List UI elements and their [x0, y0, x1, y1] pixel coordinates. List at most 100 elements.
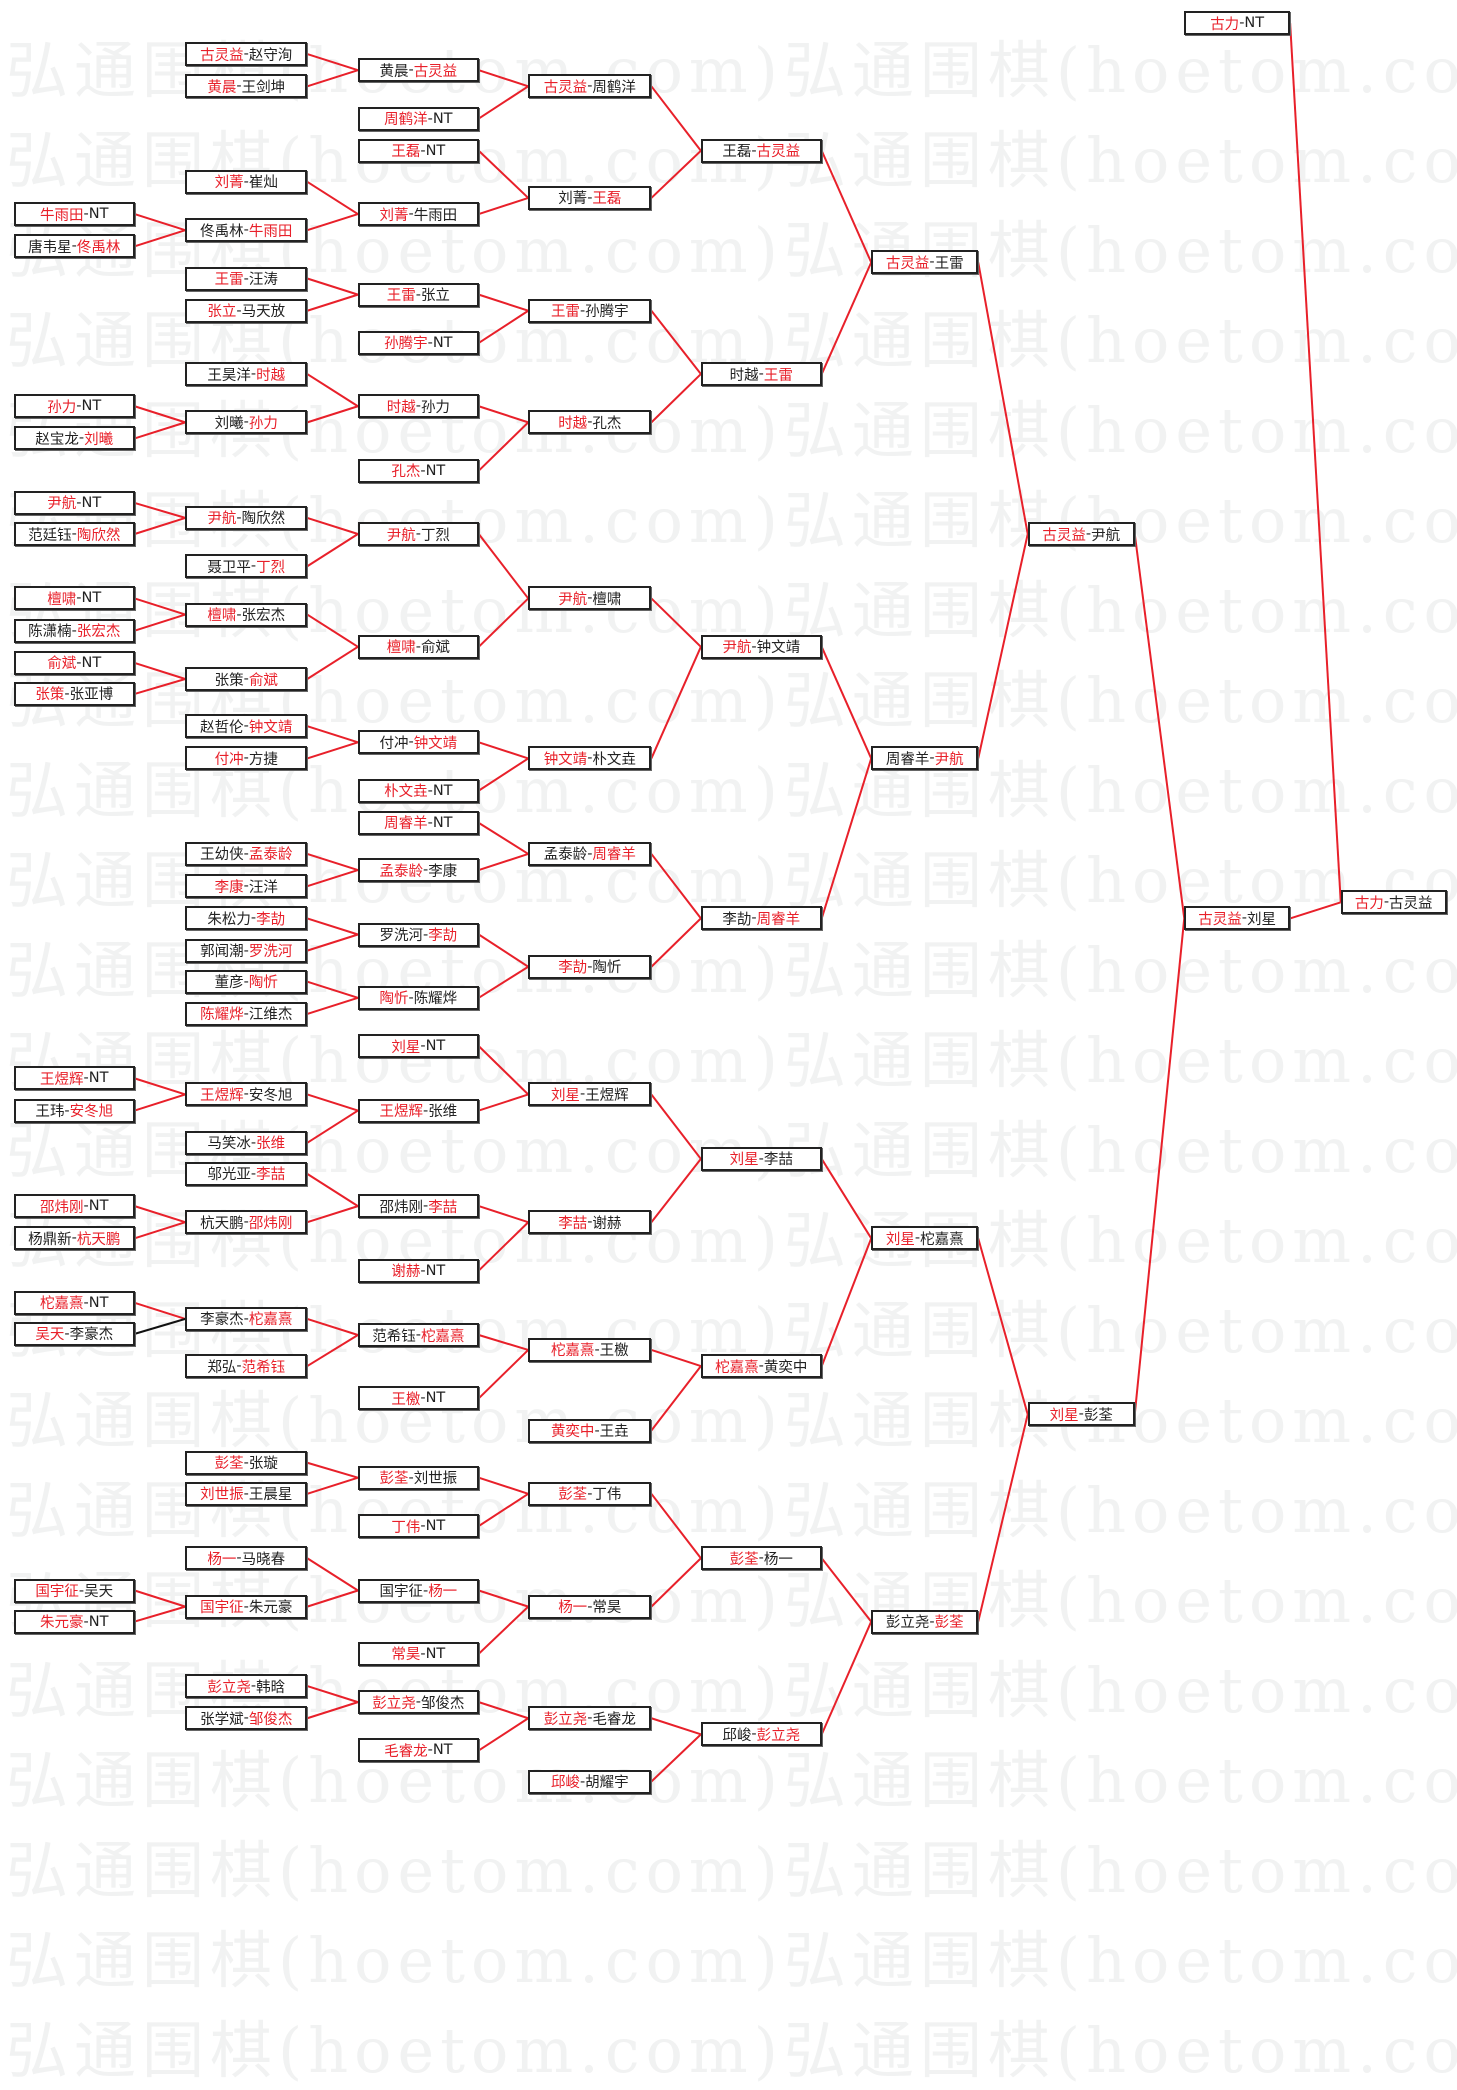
match-box[interactable]: 尹航-丁烈 — [357, 522, 479, 546]
match-box[interactable]: 古灵益-尹航 — [1027, 522, 1135, 546]
match-box[interactable]: 范希钰-柁嘉熹 — [357, 1323, 479, 1347]
match-box[interactable]: 朱元豪-NT — [13, 1609, 135, 1634]
match-box[interactable]: 孟泰龄-李康 — [357, 858, 479, 883]
match-box[interactable]: 俞斌-NT — [13, 650, 135, 675]
match-box[interactable]: 郭闻潮-罗洗河 — [185, 938, 308, 963]
match-box[interactable]: 柁嘉熹-王檄 — [528, 1337, 652, 1362]
match-box[interactable]: 杨一-常昊 — [528, 1594, 652, 1619]
match-box[interactable]: 张学斌-邹俊杰 — [185, 1706, 308, 1731]
match-box[interactable]: 尹航-陶欣然 — [185, 505, 308, 530]
match-box[interactable]: 彭立尧-毛睿龙 — [528, 1706, 652, 1731]
match-box[interactable]: 谢赫-NT — [357, 1258, 479, 1283]
match-box[interactable]: 黄晨-王剑坤 — [185, 74, 308, 99]
match-box[interactable]: 杨鼎新-杭天鹏 — [13, 1226, 135, 1251]
match-box[interactable]: 范廷钰-陶欣然 — [13, 522, 135, 546]
match-box[interactable]: 柁嘉熹-NT — [13, 1290, 135, 1315]
match-box[interactable]: 邱峻-胡耀宇 — [528, 1769, 652, 1794]
match-box[interactable]: 王雷-汪涛 — [185, 266, 308, 291]
match-box[interactable]: 张策-俞斌 — [185, 667, 308, 691]
match-box[interactable]: 王雷-张立 — [357, 282, 479, 307]
match-box[interactable]: 尹航-钟文靖 — [700, 634, 822, 659]
match-box[interactable]: 杭天鹏-邵炜刚 — [185, 1210, 308, 1235]
match-box[interactable]: 邵炜刚-NT — [13, 1194, 135, 1219]
match-box[interactable]: 彭荃-丁伟 — [528, 1481, 652, 1506]
match-box[interactable]: 丁伟-NT — [357, 1514, 479, 1539]
match-box[interactable]: 时越-孙力 — [357, 394, 479, 419]
match-box[interactable]: 柁嘉熹-黄奕中 — [700, 1354, 822, 1379]
match-box[interactable]: 王煜辉-张维 — [357, 1098, 479, 1123]
match-box[interactable]: 黄奕中-王垚 — [528, 1418, 652, 1443]
match-box[interactable]: 王昊洋-时越 — [185, 362, 308, 387]
match-box[interactable]: 古灵益-赵守洵 — [185, 42, 308, 67]
match-box[interactable]: 李劼-周睿羊 — [700, 906, 822, 931]
match-box[interactable]: 常昊-NT — [357, 1641, 479, 1666]
match-box[interactable]: 牛雨田-NT — [13, 202, 135, 227]
match-box[interactable]: 刘世振-王晨星 — [185, 1481, 308, 1506]
match-box[interactable]: 陈潇楠-张宏杰 — [13, 618, 135, 643]
match-box[interactable]: 王煜辉-安冬旭 — [185, 1082, 308, 1107]
match-box[interactable]: 李豪杰-柁嘉熹 — [185, 1306, 308, 1331]
match-box[interactable]: 刘星-NT — [357, 1034, 479, 1059]
match-box[interactable]: 刘菁-牛雨田 — [357, 202, 479, 227]
match-box[interactable]: 国宇征-朱元豪 — [185, 1594, 308, 1619]
match-box[interactable]: 刘星-王煜辉 — [528, 1082, 652, 1107]
match-box[interactable]: 佟禹林-牛雨田 — [185, 218, 308, 243]
match-box[interactable]: 吴天-李豪杰 — [13, 1321, 135, 1346]
match-box[interactable]: 古灵益-周鹤洋 — [528, 74, 652, 99]
match-box[interactable]: 李劼-陶忻 — [528, 954, 652, 979]
match-box[interactable]: 王幼侠-孟泰龄 — [185, 841, 308, 866]
match-box[interactable]: 彭荃-刘世振 — [357, 1465, 479, 1490]
match-box[interactable]: 朴文垚-NT — [357, 778, 479, 803]
match-box[interactable]: 周睿羊-尹航 — [871, 746, 979, 771]
match-box[interactable]: 彭立尧-韩晗 — [185, 1674, 308, 1699]
match-box[interactable]: 彭立尧-彭荃 — [871, 1609, 979, 1634]
match-box[interactable]: 孔杰-NT — [357, 458, 479, 483]
match-box[interactable]: 刘菁-王磊 — [528, 185, 652, 210]
match-box[interactable]: 王檄-NT — [357, 1386, 479, 1411]
match-box[interactable]: 李喆-谢赫 — [528, 1210, 652, 1235]
match-box[interactable]: 朱松力-李劼 — [185, 906, 308, 931]
match-box[interactable]: 尹航-NT — [13, 490, 135, 515]
match-box[interactable]: 聂卫平-丁烈 — [185, 554, 308, 579]
match-box[interactable]: 古灵益-王雷 — [871, 250, 979, 275]
match-box[interactable]: 邵炜刚-李喆 — [357, 1194, 479, 1219]
match-box[interactable]: 邬光亚-李喆 — [185, 1161, 308, 1186]
match-box[interactable]: 檀啸-张宏杰 — [185, 602, 308, 627]
match-box[interactable]: 钟文靖-朴文垚 — [528, 746, 652, 771]
match-box[interactable]: 郑弘-范希钰 — [185, 1354, 308, 1379]
match-box[interactable]: 陈耀烨-江维杰 — [185, 1001, 308, 1026]
match-box[interactable]: 张立-马天放 — [185, 298, 308, 323]
match-box[interactable]: 王玮-安冬旭 — [13, 1098, 135, 1123]
match-box[interactable]: 陶忻-陈耀烨 — [357, 985, 479, 1010]
match-box[interactable]: 唐韦星-佟禹林 — [13, 234, 135, 259]
match-box[interactable]: 杨一-马晓春 — [185, 1546, 308, 1571]
match-box[interactable]: 刘星-彭荃 — [1027, 1402, 1135, 1427]
match-box[interactable]: 国宇征-吴天 — [13, 1578, 135, 1603]
match-box[interactable]: 赵哲伦-钟文靖 — [185, 714, 308, 739]
match-box[interactable]: 孙腾宇-NT — [357, 330, 479, 355]
match-box[interactable]: 董彦-陶忻 — [185, 969, 308, 994]
match-box[interactable]: 付冲-方捷 — [185, 746, 308, 771]
match-box[interactable]: 付冲-钟文靖 — [357, 730, 479, 755]
match-box[interactable]: 时越-王雷 — [700, 362, 822, 387]
match-box[interactable]: 国宇征-杨一 — [357, 1578, 479, 1603]
match-box[interactable]: 刘星-柁嘉熹 — [871, 1226, 979, 1251]
match-box[interactable]: 邱峻-彭立尧 — [700, 1722, 822, 1747]
match-box[interactable]: 罗洗河-李劼 — [357, 922, 479, 947]
match-box[interactable]: 孙力-NT — [13, 394, 135, 419]
match-box[interactable]: 古力-NT — [1184, 11, 1291, 36]
match-box[interactable]: 檀啸-俞斌 — [357, 634, 479, 659]
match-box[interactable]: 赵宝龙-刘曦 — [13, 426, 135, 451]
match-box[interactable]: 王煜辉-NT — [13, 1066, 135, 1091]
match-box[interactable]: 古力-古灵益 — [1340, 890, 1447, 915]
match-box[interactable]: 黄晨-古灵益 — [357, 58, 479, 83]
match-box[interactable]: 时越-孔杰 — [528, 410, 652, 435]
match-box[interactable]: 孟泰龄-周睿羊 — [528, 841, 652, 866]
match-box[interactable]: 王磊-古灵益 — [700, 138, 822, 163]
match-box[interactable]: 马笑冰-张维 — [185, 1130, 308, 1155]
match-box[interactable]: 刘星-李喆 — [700, 1146, 822, 1171]
match-box[interactable]: 尹航-檀啸 — [528, 586, 652, 611]
match-box[interactable]: 古灵益-刘星 — [1184, 906, 1291, 931]
match-box[interactable]: 王雷-孙腾宇 — [528, 298, 652, 323]
match-box[interactable]: 周睿羊-NT — [357, 810, 479, 835]
